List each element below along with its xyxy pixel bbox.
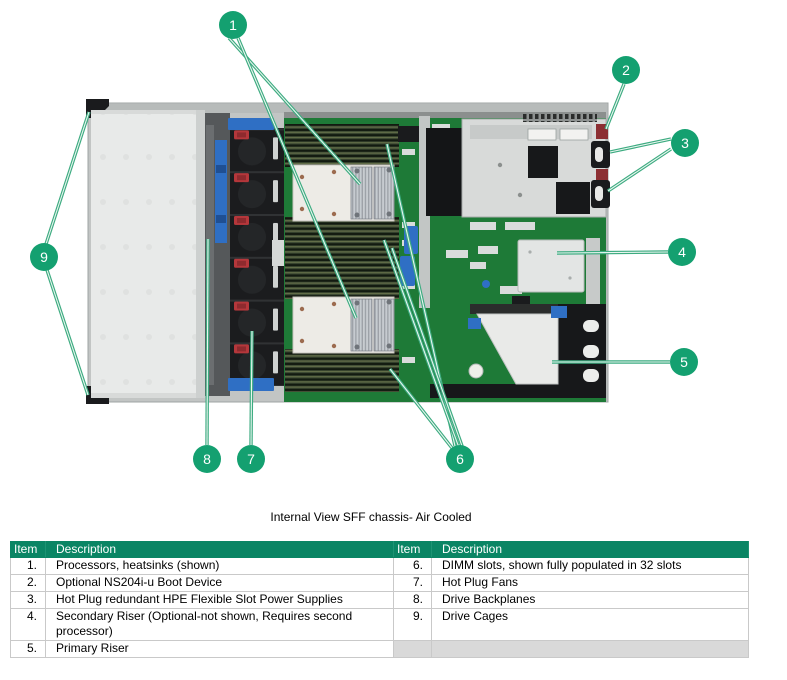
svg-text:3: 3	[681, 135, 689, 151]
callout-7: 7	[237, 445, 265, 473]
riser-blue-tag	[468, 318, 481, 329]
svg-text:4: 4	[678, 244, 686, 260]
item-cell: 8.	[393, 591, 432, 609]
svg-text:6: 6	[456, 451, 464, 467]
header-item-2: Item	[393, 541, 432, 558]
description-cell: DIMM slots, shown fully populated in 32 …	[431, 557, 749, 575]
dimm-bank-3	[285, 258, 399, 299]
drive-cage	[91, 110, 205, 398]
svg-text:5: 5	[680, 354, 688, 370]
description-cell: Optional NS204i-u Boot Device	[45, 574, 394, 592]
item-cell: 2.	[10, 574, 46, 592]
description-cell: Hot Plug Fans	[431, 574, 749, 592]
psu-handle-1	[591, 141, 610, 168]
dimm-bank-4	[285, 349, 399, 392]
header-item-1: Item	[10, 541, 46, 558]
callout-5: 5	[670, 348, 698, 376]
item-cell: 1.	[10, 557, 46, 575]
cpu1-heatsink	[292, 164, 395, 222]
legend-header-row: Item Description Item Description	[10, 541, 749, 558]
legend-table: Item Description Item Description 1.Proc…	[10, 541, 749, 658]
header-description-2: Description	[431, 541, 749, 558]
battery	[468, 363, 484, 379]
description-cell: Hot Plug redundant HPE Flexible Slot Pow…	[45, 591, 394, 609]
dimm-bank-2	[285, 217, 399, 258]
callout-2: 2	[612, 56, 640, 84]
dimm-bank-1	[285, 124, 399, 167]
callout-1: 1	[219, 11, 247, 39]
table-row: 1.Processors, heatsinks (shown)6.DIMM sl…	[10, 557, 749, 575]
callouts: 1 2 3 4 5 6 7 8 9	[30, 11, 699, 473]
psu-handle-2	[591, 180, 610, 208]
server-internal-figure: 1 2 3 4 5 6 7 8 9	[30, 11, 699, 473]
table-row: 4.Secondary Riser (Optional-not shown, R…	[10, 608, 749, 641]
description-cell: Drive Backplanes	[431, 591, 749, 609]
description-cell: Secondary Riser (Optional-not shown, Req…	[45, 608, 394, 641]
guide-rail	[419, 116, 430, 308]
item-cell: 5.	[10, 640, 46, 658]
primary-riser	[430, 304, 606, 398]
svg-text:9: 9	[40, 249, 48, 265]
item-cell: 6.	[393, 557, 432, 575]
fan-cage-handle-top	[228, 118, 274, 130]
cpu2-heatsink	[292, 296, 395, 354]
svg-text:7: 7	[247, 451, 255, 467]
fan-bank	[228, 118, 288, 391]
callout-4: 4	[668, 238, 696, 266]
item-cell: 3.	[10, 591, 46, 609]
item-cell: 9.	[393, 608, 432, 641]
callout-8: 8	[193, 445, 221, 473]
header-description-1: Description	[45, 541, 394, 558]
callout-9: 9	[30, 243, 58, 271]
description-cell: Drive Cages	[431, 608, 749, 641]
item-cell: 4.	[10, 608, 46, 641]
psu-bay	[426, 114, 610, 218]
description-cell	[431, 640, 749, 658]
callout-3: 3	[671, 129, 699, 157]
item-cell: 7.	[393, 574, 432, 592]
description-cell: Processors, heatsinks (shown)	[45, 557, 394, 575]
svg-text:8: 8	[203, 451, 211, 467]
legend-body: 1.Processors, heatsinks (shown)6.DIMM sl…	[10, 557, 749, 658]
table-row: 3.Hot Plug redundant HPE Flexible Slot P…	[10, 591, 749, 609]
blue-button	[482, 280, 490, 288]
psu-vents	[523, 114, 597, 122]
description-cell: Primary Riser	[45, 640, 394, 658]
riser-blank	[476, 313, 559, 385]
svg-text:1: 1	[229, 17, 237, 33]
figure-caption: Internal View SFF chassis- Air Cooled	[270, 510, 472, 524]
riser-blue-clip	[551, 306, 567, 318]
item-cell	[393, 640, 432, 658]
svg-text:2: 2	[622, 62, 630, 78]
callout-6: 6	[446, 445, 474, 473]
table-row: 5.Primary Riser	[10, 640, 749, 658]
